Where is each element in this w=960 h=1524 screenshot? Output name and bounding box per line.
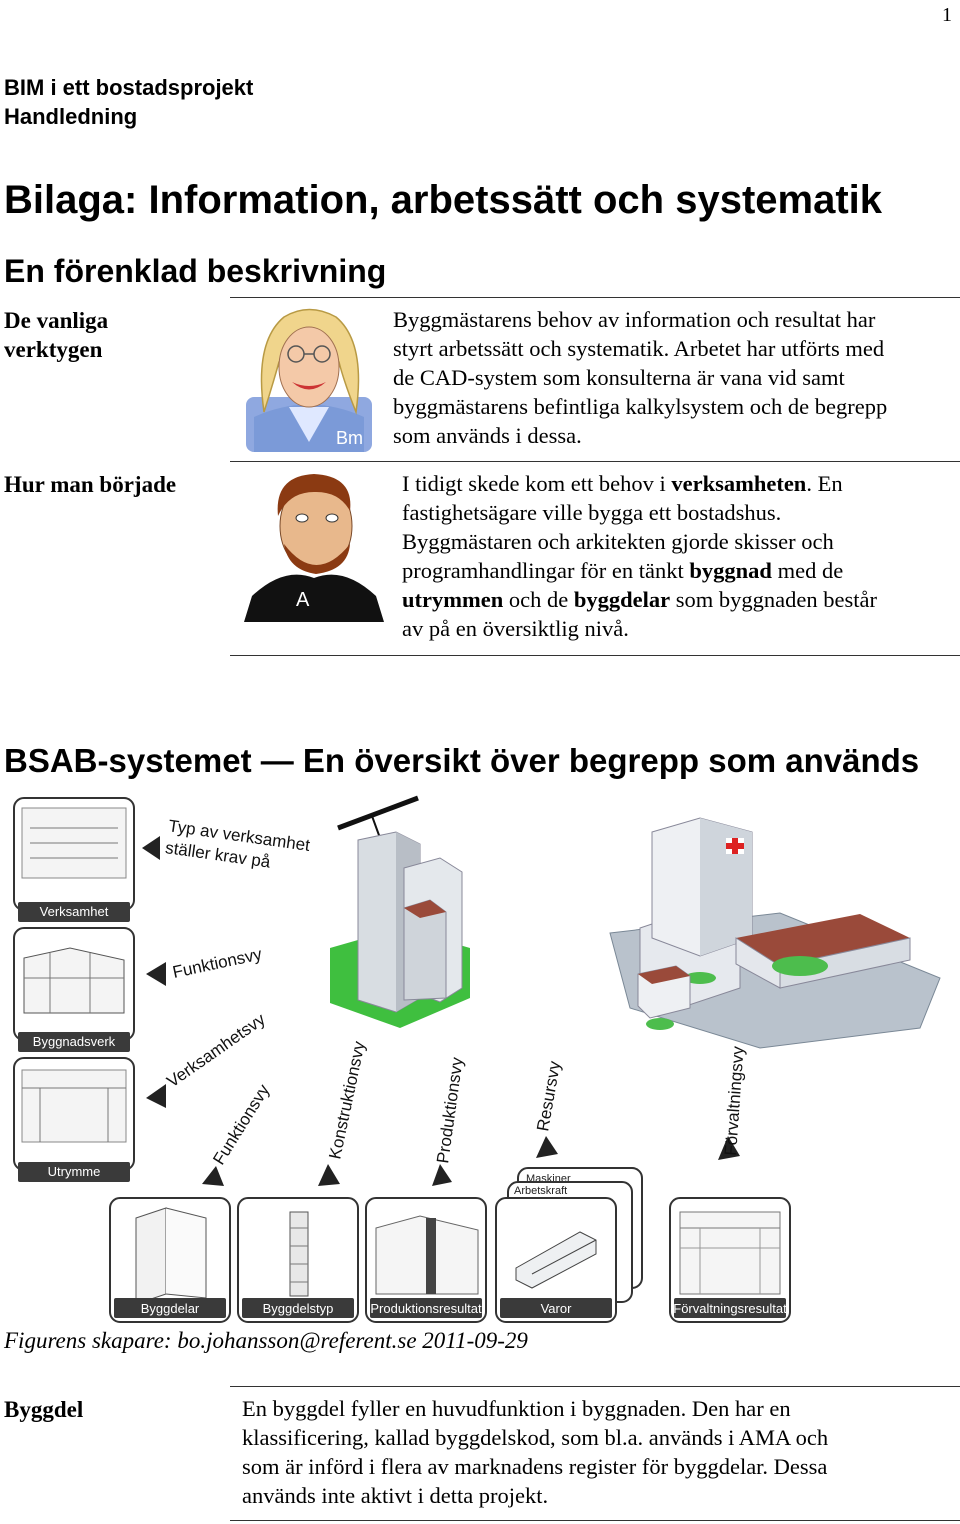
paragraph-line: som används i dessa. xyxy=(393,421,958,450)
text: med de xyxy=(772,558,843,583)
text: . En xyxy=(806,471,842,496)
paragraph-line: fastighetsägare ville bygga ett bostadsh… xyxy=(402,498,958,527)
page-number: 1 xyxy=(942,4,952,27)
paragraph-line: styrt arbetssätt och systematik. Arbetet… xyxy=(393,334,958,363)
arrow-icon xyxy=(536,1136,558,1158)
view-label-funktionsvy-top: Funktionsvy xyxy=(171,944,264,982)
paragraph-line: klassificering, kallad byggdelskod, som … xyxy=(242,1423,958,1452)
arrow-icon xyxy=(432,1164,452,1186)
term-verksamheten: verksamheten xyxy=(671,471,806,496)
document-title-line: BIM i ett bostadsprojekt xyxy=(4,73,253,102)
view-label-verksamhetsvy: Verksamhetsvy xyxy=(163,1009,269,1091)
paragraph-line: byggmästarens befintliga kalkylsystem oc… xyxy=(393,392,958,421)
section-divider xyxy=(230,655,960,656)
view-label-produktionsvy: Produktionsvy xyxy=(433,1056,467,1165)
section-divider xyxy=(230,297,960,298)
card-byggdelstyp: Byggdelstyp xyxy=(238,1198,358,1322)
paragraph-line: utrymmen och de byggdelar som byggnaden … xyxy=(402,585,958,614)
card-byggdelar: Byggdelar xyxy=(110,1198,230,1322)
section-start-paragraph: I tidigt skede kom ett behov i verksamhe… xyxy=(402,469,958,643)
main-heading: Bilaga: Information, arbetssätt och syst… xyxy=(4,178,882,223)
section-divider xyxy=(230,461,960,462)
document-subtitle-line: Handledning xyxy=(4,102,253,131)
card-varor: Varor xyxy=(496,1198,616,1322)
text: programhandlingar för en tänkt xyxy=(402,558,689,583)
card-label: Produktionsresultat xyxy=(370,1301,482,1316)
card-label: Utrymme xyxy=(48,1164,101,1179)
text: som byggnaden består xyxy=(670,587,877,612)
arrow-icon xyxy=(202,1166,224,1186)
card-verksamhet: Verksamhet xyxy=(14,798,134,922)
architect-avatar-label: A xyxy=(296,589,310,611)
card-label: Varor xyxy=(541,1301,572,1316)
arrow-icon xyxy=(142,836,160,860)
section-divider xyxy=(230,1520,960,1521)
section-label-tools: De vanliga verktygen xyxy=(4,306,108,364)
hospital-campus-illustration xyxy=(610,818,940,1048)
card-byggnadsverk: Byggnadsverk xyxy=(14,928,134,1052)
paragraph-line: Byggmästarens behov av information och r… xyxy=(393,305,958,334)
card-label: Byggdelstyp xyxy=(263,1301,334,1316)
view-label-resursvy: Resursvy xyxy=(533,1059,564,1133)
section-divider xyxy=(230,1386,960,1387)
builder-avatar-label: Bm xyxy=(336,428,363,448)
stack-label: Arbetskraft xyxy=(514,1185,567,1197)
text: I tidigt skede kom ett behov i xyxy=(402,471,671,496)
bsab-overview-figure: Verksamhet Byggnadsverk Utrymme Typ av v… xyxy=(0,788,960,1328)
text: och de xyxy=(503,587,574,612)
builder-avatar-image: Bm xyxy=(244,302,374,452)
paragraph-line: av på en översiktlig nivå. xyxy=(402,614,958,643)
paragraph-line: används inte aktivt i detta projekt. xyxy=(242,1481,958,1510)
section-label-line: De vanliga xyxy=(4,306,108,335)
document-title: BIM i ett bostadsprojekt Handledning xyxy=(4,73,253,131)
view-label-konstruktionsvy: Konstruktionsvy xyxy=(325,1039,369,1161)
paragraph-line: programhandlingar för en tänkt byggnad m… xyxy=(402,556,958,585)
card-label: Byggdelar xyxy=(141,1301,200,1316)
figure-credit: Figurens skapare: bo.johansson@referent.… xyxy=(4,1328,528,1354)
paragraph-line: de CAD-system som konsulterna är vana vi… xyxy=(393,363,958,392)
card-forvaltningsresultat: Förvaltningsresultat xyxy=(670,1198,790,1322)
section-label-byggdel: Byggdel xyxy=(4,1395,83,1424)
view-label-forvaltningsvy: Förvaltningsvy xyxy=(721,1045,748,1156)
bsab-heading: BSAB-systemet — En översikt över begrepp… xyxy=(4,742,919,780)
section-tools-paragraph: Byggmästarens behov av information och r… xyxy=(393,305,958,450)
card-produktionsresultat: Produktionsresultat xyxy=(366,1198,486,1322)
construction-illustration xyxy=(330,798,470,1028)
term-byggdelar: byggdelar xyxy=(574,587,670,612)
section-label-start: Hur man började xyxy=(4,470,176,499)
term-byggnad: byggnad xyxy=(689,558,772,583)
arrow-icon xyxy=(146,1084,166,1108)
paragraph-line: som är införd i flera av marknadens regi… xyxy=(242,1452,958,1481)
sub-heading: En förenklad beskrivning xyxy=(4,253,386,290)
paragraph-line: Byggmästaren och arkitekten gjorde skiss… xyxy=(402,527,958,556)
section-byggdel-paragraph: En byggdel fyller en huvudfunktion i byg… xyxy=(242,1394,958,1510)
view-label-funktionsvy: Funktionsvy xyxy=(209,1081,273,1168)
card-label: Verksamhet xyxy=(40,904,109,919)
paragraph-line: En byggdel fyller en huvudfunktion i byg… xyxy=(242,1394,958,1423)
paragraph-line: I tidigt skede kom ett behov i verksamhe… xyxy=(402,469,958,498)
arrow-icon xyxy=(146,962,166,986)
architect-avatar-image: A xyxy=(244,466,384,622)
arrow-icon xyxy=(318,1164,340,1186)
card-label: Förvaltningsresultat xyxy=(673,1301,787,1316)
card-utrymme: Utrymme xyxy=(14,1058,134,1182)
term-utrymmen: utrymmen xyxy=(402,587,503,612)
card-label: Byggnadsverk xyxy=(33,1034,116,1049)
section-label-line: verktygen xyxy=(4,335,108,364)
